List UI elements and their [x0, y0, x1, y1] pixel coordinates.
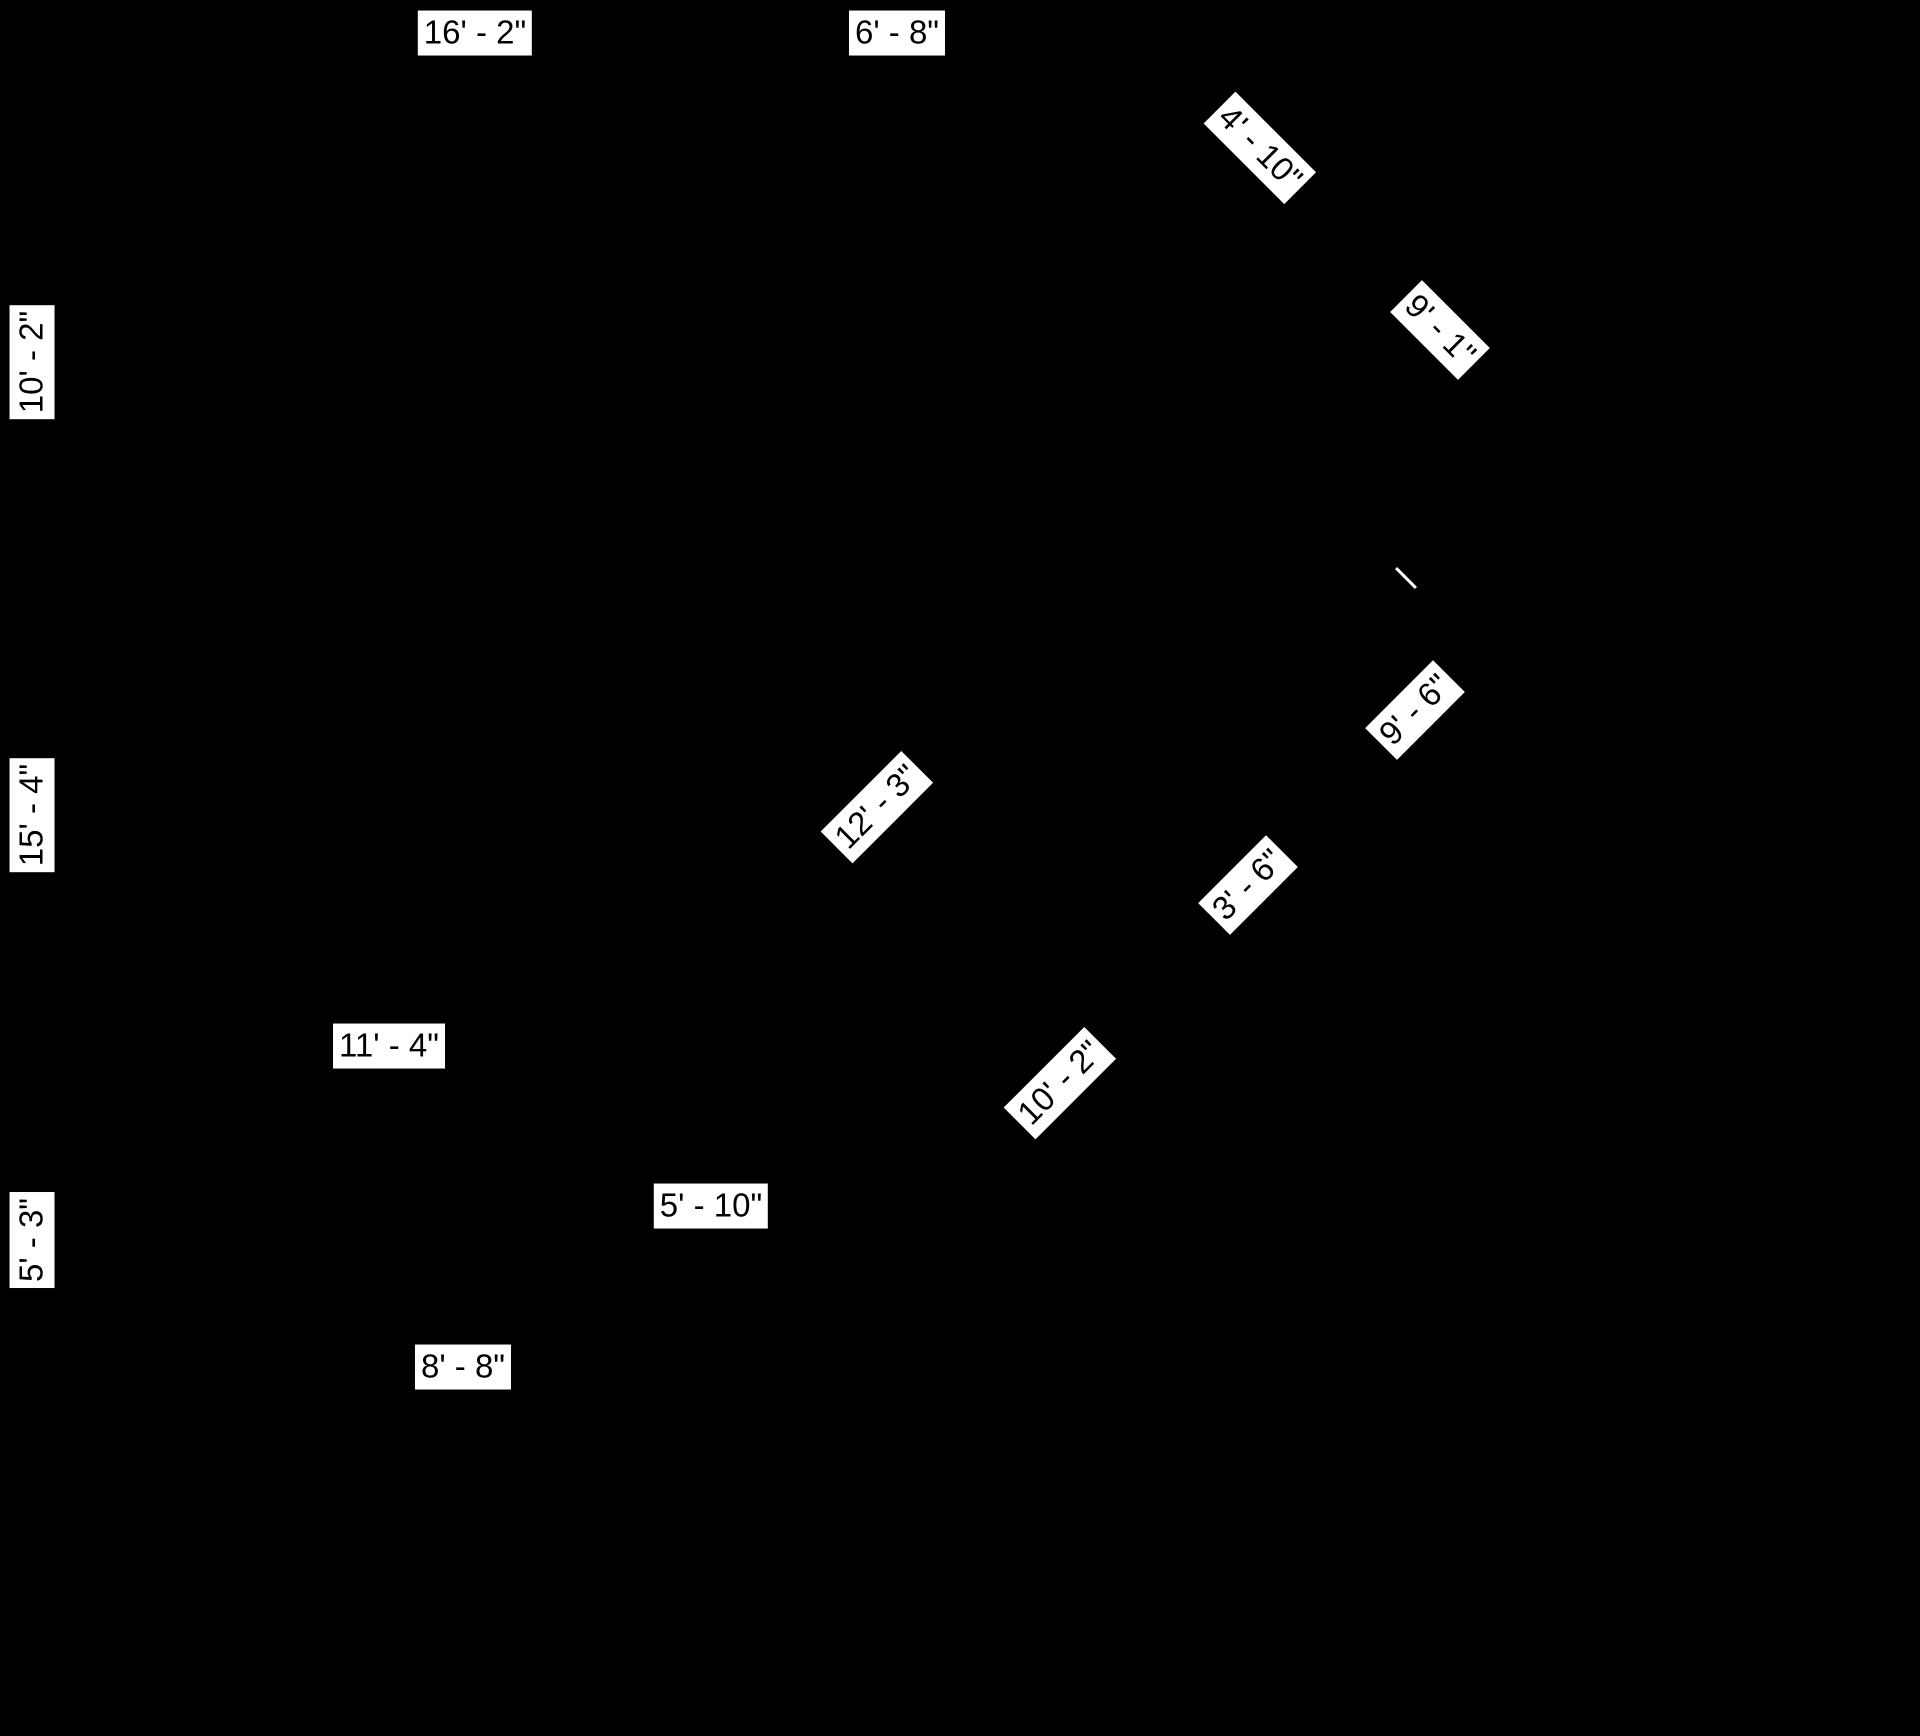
- dimension-label: 9' - 1": [1390, 280, 1490, 380]
- dimension-label: 15' - 4": [9, 757, 55, 873]
- dimension-label: 16' - 2": [417, 10, 533, 56]
- dimension-label: 12' - 3": [820, 750, 934, 864]
- dimension-label: 6' - 8": [848, 10, 946, 56]
- dimension-label: 10' - 2": [9, 304, 55, 420]
- dimension-label: 8' - 8": [414, 1344, 512, 1390]
- dimension-label: 10' - 2": [1003, 1026, 1117, 1140]
- dimension-label: 4' - 10": [1203, 91, 1317, 205]
- dimension-label: 3' - 6": [1198, 835, 1298, 935]
- dimension-label: 5' - 10": [653, 1183, 769, 1229]
- dimension-label: 9' - 6": [1365, 660, 1465, 760]
- dimension-tick-mark: [1395, 567, 1417, 589]
- dimension-label: 5' - 3": [9, 1191, 55, 1289]
- dimension-label: 11' - 4": [333, 1023, 445, 1069]
